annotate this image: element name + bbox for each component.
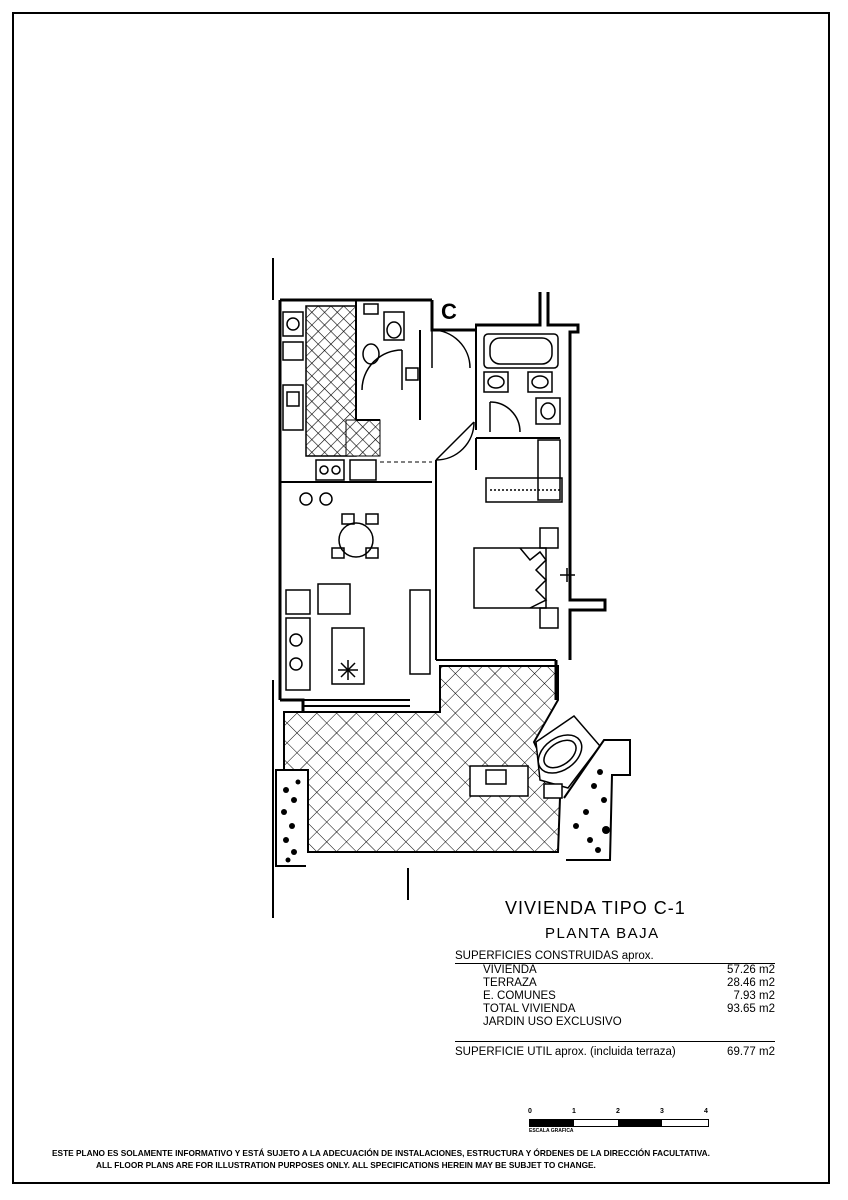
- garden-outline: [275, 739, 631, 867]
- surface-row: TERRAZA 28.46 m2: [455, 977, 775, 990]
- living-furniture: [285, 492, 431, 691]
- disclaimer-line-es: ESTE PLANO ES SOLAMENTE INFORMATIVO Y ES…: [52, 1148, 710, 1158]
- terrace-tiling: [283, 665, 562, 853]
- surfaces-table: SUPERFICIES CONSTRUIDAS aprox. VIVIENDA …: [455, 950, 775, 1058]
- scale-tick: 2: [616, 1108, 620, 1115]
- scale-segment: [618, 1120, 662, 1126]
- useful-surface-value: 69.77 m2: [727, 1046, 775, 1058]
- surface-value: 57.26 m2: [727, 964, 775, 976]
- interior-walls: [280, 300, 560, 707]
- surface-label: VIVIENDA: [483, 964, 537, 976]
- disclaimer: ESTE PLANO ES SOLAMENTE INFORMATIVO Y ES…: [52, 1147, 802, 1171]
- block-label: C: [441, 299, 457, 324]
- jacuzzi: [535, 715, 601, 789]
- scale-ticks: 0 1 2 3 4: [526, 1108, 716, 1119]
- disclaimer-line-en: ALL FLOOR PLANS ARE FOR ILLUSTRATION PUR…: [96, 1160, 596, 1170]
- scale-tick: 4: [704, 1108, 708, 1115]
- bedroom-furniture: [473, 527, 575, 629]
- scale-tick: 3: [660, 1108, 664, 1115]
- door-swings: [361, 329, 521, 461]
- useful-surface-label: SUPERFICIE UTIL aprox. (incluida terraza…: [455, 1046, 676, 1058]
- garden-shrubs: [281, 769, 610, 863]
- sheet-border: [12, 12, 830, 1184]
- surface-label: E. COMUNES: [483, 990, 556, 1002]
- wardrobes: [485, 439, 563, 503]
- surface-label: TERRAZA: [483, 977, 537, 989]
- kitchen-fixtures: [282, 311, 377, 481]
- surface-value: 28.46 m2: [727, 977, 775, 989]
- scale-segment: [530, 1120, 574, 1126]
- table-divider: [455, 1041, 775, 1042]
- wc-fixtures: [362, 303, 419, 381]
- scale-tick: 0: [528, 1108, 532, 1115]
- scale-caption: ESCALA GRAFICA: [529, 1128, 574, 1134]
- useful-surface-row: SUPERFICIE UTIL aprox. (incluida terraza…: [455, 1046, 775, 1058]
- surface-row: JARDIN USO EXCLUSIVO: [455, 1016, 775, 1029]
- plot-boundary: [272, 258, 409, 918]
- surface-row: TOTAL VIVIENDA 93.65 m2: [455, 1003, 775, 1016]
- bathroom-fixtures: [483, 333, 561, 425]
- surface-label: JARDIN USO EXCLUSIVO: [483, 1016, 622, 1028]
- hall-tiling: [345, 419, 381, 457]
- scale-tick: 1: [572, 1108, 576, 1115]
- plan-title: VIVIENDA TIPO C-1: [505, 898, 686, 918]
- surface-row: VIVIENDA 57.26 m2: [455, 964, 775, 977]
- scale-bar: [529, 1119, 709, 1127]
- plan-subtitle: PLANTA BAJA: [545, 925, 660, 942]
- surface-value: 93.65 m2: [727, 1003, 775, 1015]
- terrace-bar: [469, 765, 563, 799]
- surfaces-heading: SUPERFICIES CONSTRUIDAS aprox.: [455, 950, 775, 964]
- plant-symbol: [338, 660, 358, 680]
- surface-label: TOTAL VIVIENDA: [483, 1003, 576, 1015]
- surface-value: 7.93 m2: [733, 990, 775, 1002]
- graphic-scale: 0 1 2 3 4 ESCALA GRAFICA: [526, 1108, 716, 1134]
- surface-row: E. COMUNES 7.93 m2: [455, 990, 775, 1003]
